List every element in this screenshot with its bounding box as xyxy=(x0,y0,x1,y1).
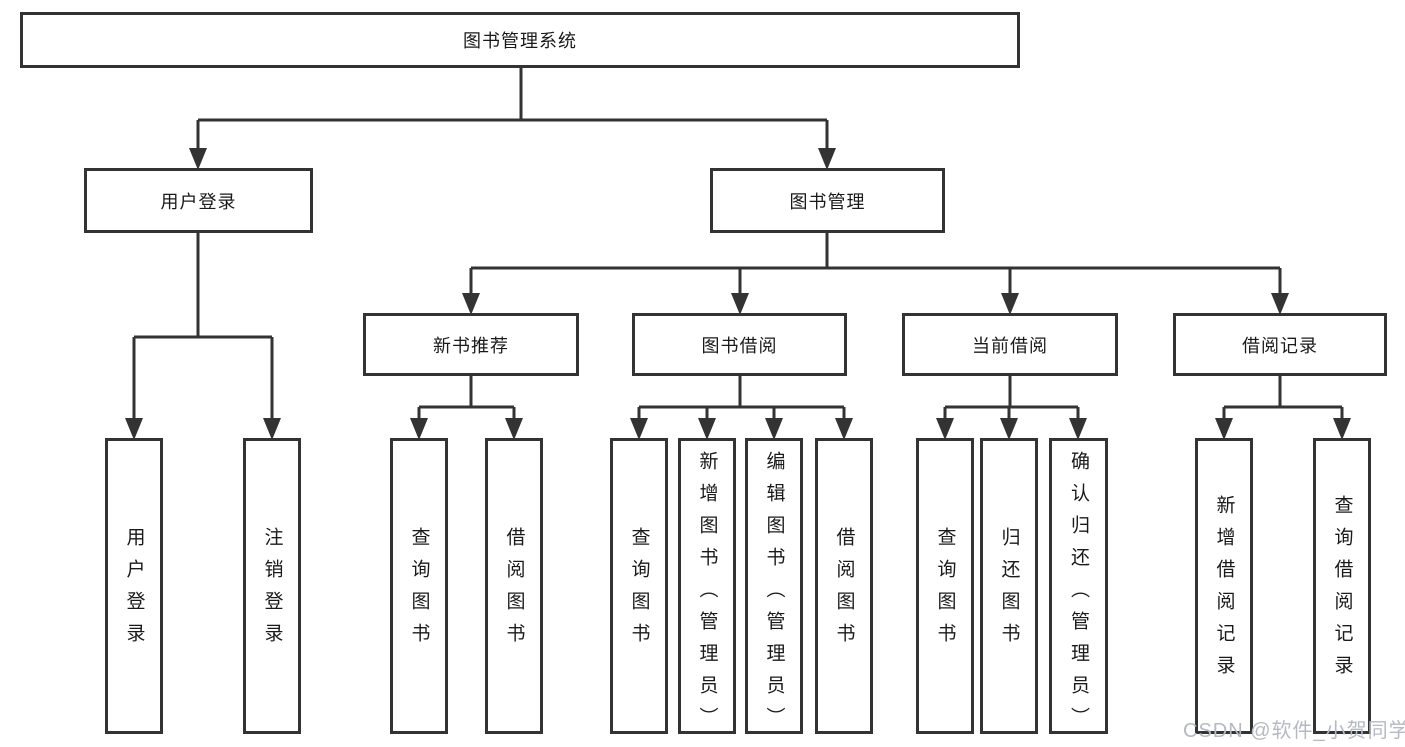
leaf-logout: 注销登录 xyxy=(243,438,301,734)
node-label: 图书借阅 xyxy=(701,335,778,356)
node-label: 当前借阅 xyxy=(972,335,1048,356)
node-new-book-recommendation: 新书推荐 xyxy=(363,313,579,376)
node-root-library-system: 图书管理系统 xyxy=(20,12,1020,68)
leaf-borrow-books: 借阅图书 xyxy=(815,438,873,734)
leaf-add-borrow-record: 新增借阅记录 xyxy=(1195,438,1253,734)
node-book-management: 图书管理 xyxy=(710,168,945,233)
node-current-borrowing: 当前借阅 xyxy=(902,313,1118,376)
leaf-borrow-books: 借阅图书 xyxy=(485,438,543,734)
node-label: 用户登录 xyxy=(160,191,237,212)
node-user-login: 用户登录 xyxy=(84,168,313,233)
leaf-query-books: 查询图书 xyxy=(390,438,448,734)
leaf-return-books: 归还图书 xyxy=(980,438,1038,734)
leaf-add-books-admin: 新增图书（管理员） xyxy=(678,438,736,739)
leaf-query-books: 查询图书 xyxy=(610,438,668,734)
leaf-edit-books-admin: 编辑图书（管理员） xyxy=(745,438,803,739)
node-label: 新书推荐 xyxy=(433,335,509,356)
node-label: 图书管理系统 xyxy=(463,31,577,51)
leaf-confirm-return-admin: 确认归还（管理员） xyxy=(1049,438,1108,739)
leaf-user-login: 用户登录 xyxy=(105,438,163,734)
node-label: 借阅记录 xyxy=(1242,335,1318,356)
node-borrowing-records: 借阅记录 xyxy=(1173,313,1387,376)
leaf-query-borrow-record: 查询借阅记录 xyxy=(1313,438,1371,734)
leaf-query-books: 查询图书 xyxy=(916,438,974,734)
node-book-borrowing: 图书借阅 xyxy=(632,313,847,376)
node-label: 图书管理 xyxy=(789,191,866,212)
csdn-watermark: CSDN @软件_小贺同学 xyxy=(1183,720,1405,742)
